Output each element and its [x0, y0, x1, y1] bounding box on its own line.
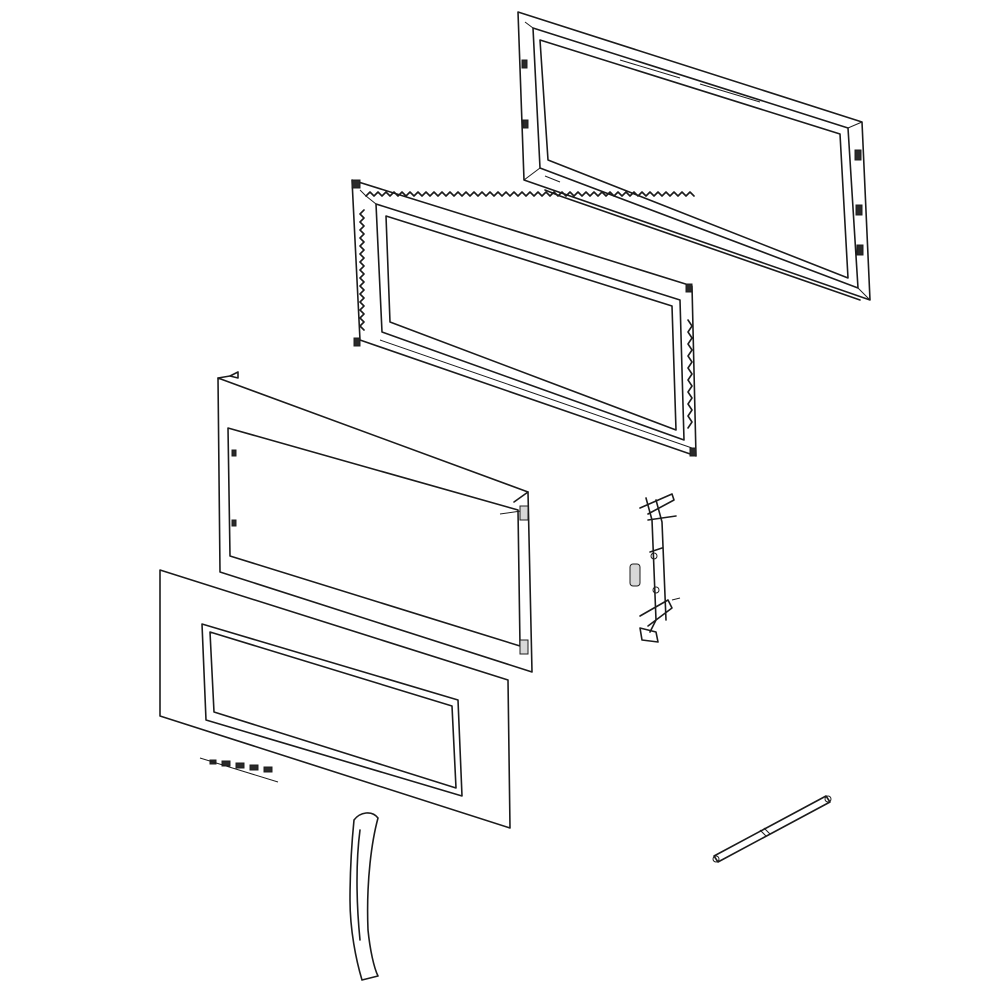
front-door-glass-panel — [159, 569, 511, 829]
outer-door-frame-back — [517, 11, 871, 301]
door-handle — [349, 812, 379, 981]
hinge-pin-rod — [712, 795, 832, 863]
choke-cover-frame — [351, 179, 697, 457]
latch-hook-assembly — [629, 493, 681, 643]
inner-door-panel — [217, 371, 533, 673]
front-panel-logo-marks — [199, 757, 279, 783]
